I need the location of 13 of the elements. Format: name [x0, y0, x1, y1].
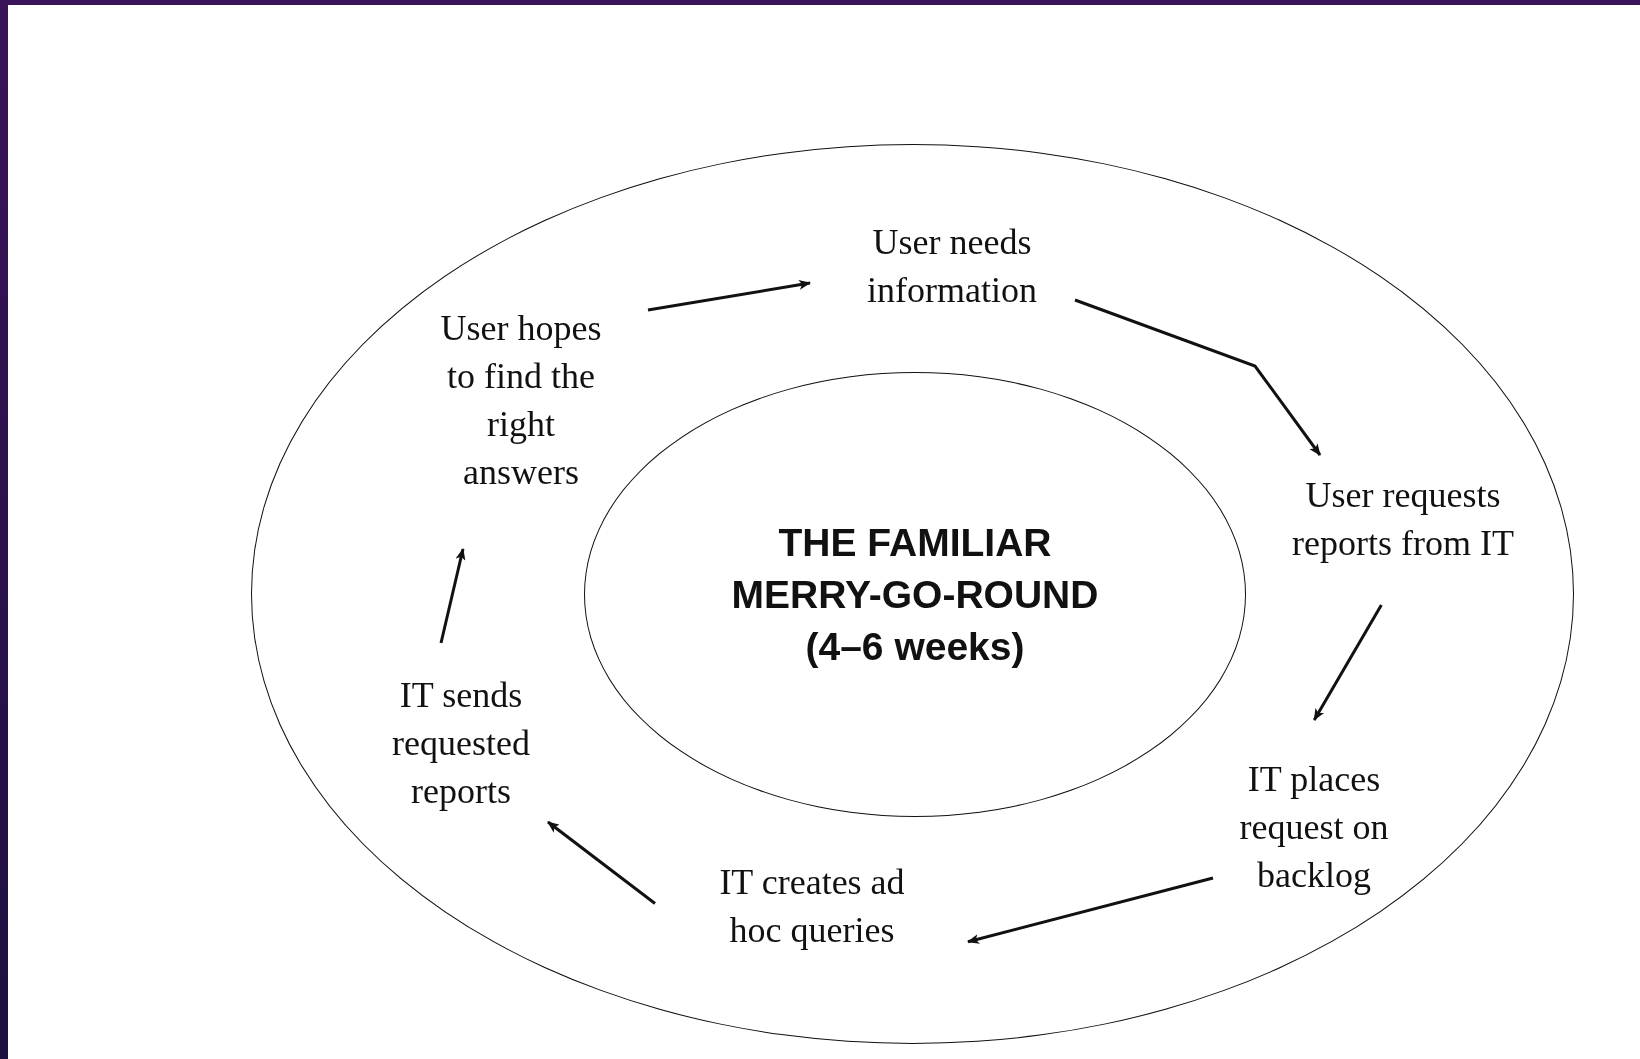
step-label: User needs information — [811, 218, 1076, 318]
step-label: IT places request on backlog — [1214, 721, 1414, 903]
step-label: User hopes to find the right answers — [411, 304, 649, 550]
arrow — [439, 548, 466, 644]
step-label: IT sends requested reports — [373, 644, 549, 836]
arrow — [647, 279, 811, 312]
cycle-title: THE FAMILIAR MERRY-GO-ROUND (4–6 weeks) — [730, 519, 1100, 670]
arrow — [547, 820, 656, 905]
step-label: IT creates ad hoc queries — [656, 858, 969, 958]
arrow — [967, 876, 1214, 944]
arrow — [1312, 604, 1383, 721]
step-label: User requests reports from IT — [1263, 456, 1543, 606]
arrow — [1074, 298, 1322, 456]
